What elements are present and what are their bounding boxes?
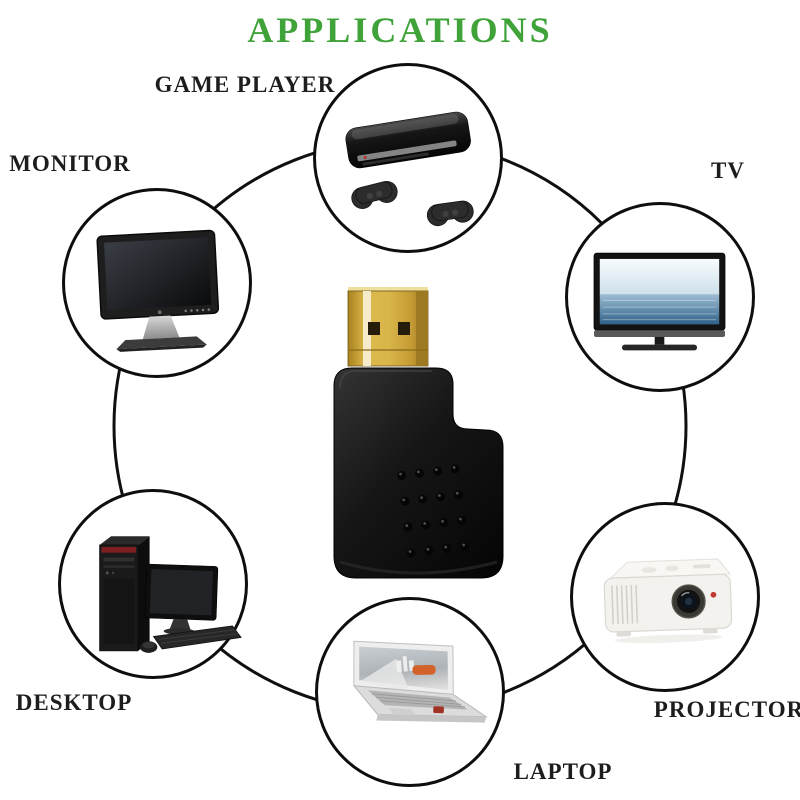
app-circle-monitor [62, 188, 252, 378]
hdmi-gold-plug [347, 287, 429, 367]
tv-label: TV [711, 158, 745, 183]
tv-icon [593, 252, 726, 351]
desktop-label: DESKTOP [15, 690, 133, 715]
app-circle-projector [570, 502, 760, 692]
app-circle-desktop [58, 489, 248, 679]
app-circle-tv [565, 202, 755, 392]
projector-label: PROJECTOR [653, 697, 800, 722]
app-circle-laptop [315, 597, 505, 787]
game-player-label: GAME PLAYER [154, 72, 336, 97]
game-console-icon [345, 111, 474, 227]
laptop-label: LAPTOP [513, 759, 613, 784]
page-title: APPLICATIONS [247, 10, 553, 50]
projector-icon [603, 558, 733, 644]
laptop-icon [352, 640, 488, 723]
app-circle-game-player [313, 63, 503, 253]
monitor-icon [96, 229, 220, 352]
adapter-dimple-grid [397, 464, 470, 558]
hdmi-right-angle-adapter-icon [333, 287, 504, 579]
hdmi-adapter-body [333, 367, 504, 579]
desktop-pc-icon [99, 536, 242, 653]
monitor-label: MONITOR [9, 151, 131, 176]
